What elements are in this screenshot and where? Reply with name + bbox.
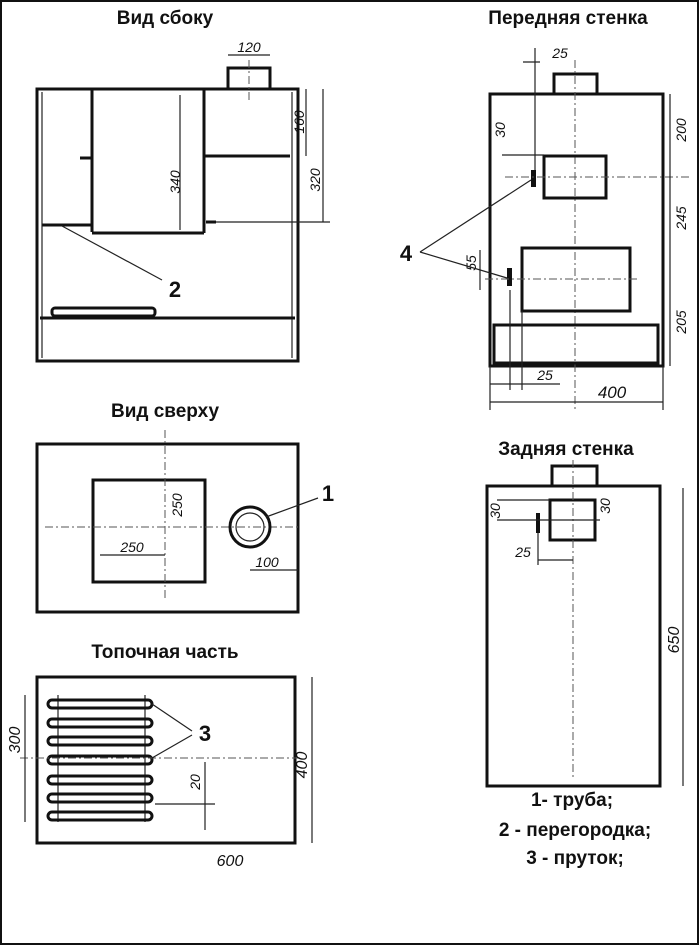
dim-205: 205	[673, 310, 689, 335]
dim-top-250-horizontal: 250	[119, 539, 144, 555]
back-wall-view: Задняя стенка 30 30 25 650	[485, 439, 684, 788]
dim-top-250-vertical: 250	[169, 493, 185, 518]
callout-3: 3	[199, 721, 211, 746]
dim-340: 340	[167, 170, 183, 194]
callout-4: 4	[400, 241, 413, 266]
dim-front-top-25: 25	[551, 45, 568, 61]
dim-600: 600	[217, 853, 244, 870]
dim-back-30-right: 30	[597, 498, 613, 514]
legend-item-3: 3 - пруток;	[526, 848, 624, 869]
dim-245: 245	[673, 206, 689, 231]
top-view: Вид сверху 250 250 100 1	[35, 401, 334, 614]
dim-400: 400	[598, 383, 627, 402]
dim-650: 650	[666, 627, 683, 654]
dim-back-30-left: 30	[487, 503, 503, 519]
dim-300: 300	[7, 727, 24, 754]
callout-2: 2	[169, 277, 181, 302]
side-view-title: Вид сбоку	[117, 8, 214, 29]
front-wall-title: Передняя стенка	[488, 8, 648, 29]
side-view: Вид сбоку 120 340 160 320 2	[35, 8, 330, 363]
dim-160: 160	[291, 110, 307, 134]
dim-100: 100	[255, 554, 279, 570]
legend-item-2: 2 - перегородка;	[499, 820, 651, 841]
top-view-title: Вид сверху	[111, 401, 219, 422]
dim-front-30: 30	[492, 122, 508, 138]
dim-back-25: 25	[514, 544, 531, 560]
callout-1: 1	[322, 481, 334, 506]
front-wall-view: Передняя стенка 25 200 245 205 30 55 25 …	[400, 8, 690, 410]
firebox-title: Топочная часть	[91, 642, 238, 663]
dim-20: 20	[187, 774, 203, 791]
dim-320: 320	[307, 168, 323, 192]
legend: 1- труба; 2 - перегородка; 3 - пруток;	[499, 790, 651, 869]
dim-pipe-width: 120	[237, 39, 261, 55]
dim-firebox-400: 400	[294, 752, 311, 779]
grate-bars	[46, 698, 154, 822]
dim-200: 200	[673, 118, 689, 143]
dim-front-55: 55	[463, 255, 479, 271]
dim-front-bottom-25: 25	[536, 367, 553, 383]
firebox-view: Топочная часть 300 400 20 600 3	[7, 642, 313, 870]
back-wall-title: Задняя стенка	[498, 439, 634, 460]
legend-item-1: 1- труба;	[531, 790, 613, 811]
